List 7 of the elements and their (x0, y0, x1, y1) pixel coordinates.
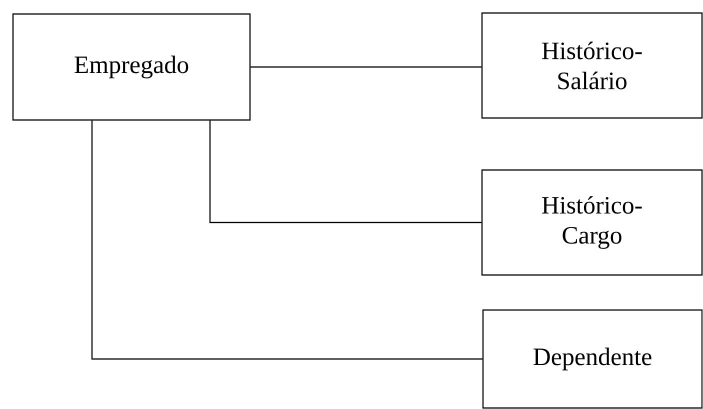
entity-box: Dependente (482, 309, 703, 409)
connector-line (209, 120, 482, 224)
entity-box: Histórico-Cargo (481, 169, 703, 276)
connector-line (91, 120, 482, 360)
entity-box: Histórico-Salário (481, 12, 703, 119)
connector-line (250, 66, 482, 68)
entity-box: Empregado (12, 13, 251, 121)
